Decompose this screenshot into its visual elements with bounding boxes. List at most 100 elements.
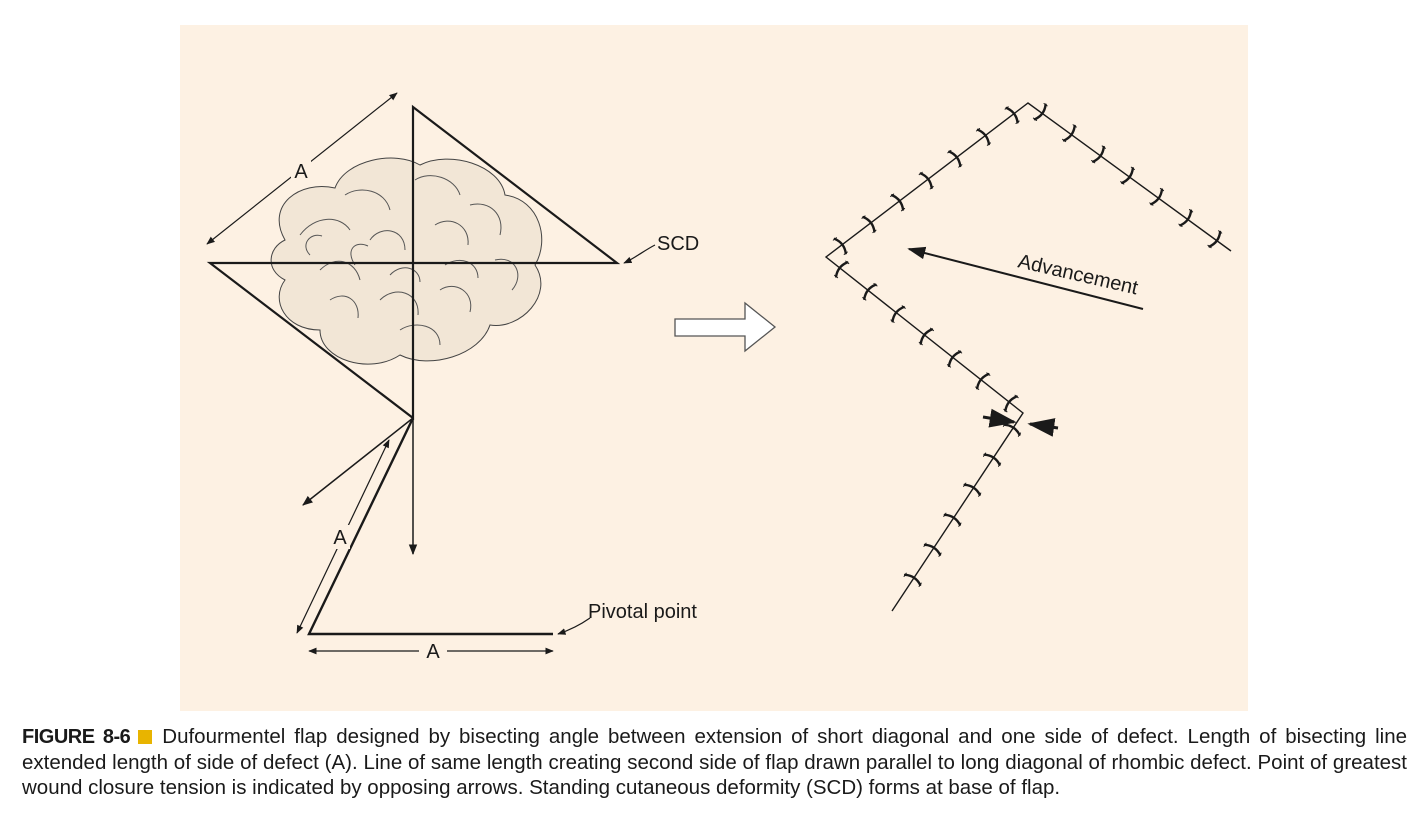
suture-knot bbox=[1091, 159, 1096, 164]
lesion bbox=[270, 157, 543, 365]
suture-line bbox=[824, 102, 1232, 612]
suture-stitch bbox=[983, 453, 1001, 466]
suture-knot bbox=[890, 319, 895, 323]
suture-knot bbox=[1032, 117, 1038, 121]
figure-number: FIGURE 8-6 bbox=[22, 726, 131, 748]
suture-knot bbox=[1218, 230, 1223, 234]
suture-knot bbox=[1178, 223, 1183, 227]
suture-knot bbox=[900, 207, 906, 212]
suture-stitch bbox=[976, 128, 991, 146]
suture-stitch bbox=[863, 283, 877, 301]
suture-knot bbox=[832, 237, 837, 241]
rhombic-defect bbox=[206, 104, 621, 421]
suture-stitch bbox=[948, 150, 962, 168]
suture-stitch bbox=[976, 372, 990, 390]
side-a-label-flap: A bbox=[333, 527, 347, 549]
opposing-tension-arrows bbox=[982, 408, 1059, 437]
suture-stitch bbox=[1121, 167, 1135, 185]
pivotal-point-callout: Pivotal point bbox=[557, 601, 697, 635]
suture-knot bbox=[943, 512, 947, 517]
suture-knot bbox=[986, 142, 992, 146]
suture-knot bbox=[843, 251, 848, 255]
suture-knot bbox=[1188, 209, 1194, 213]
suture-stitch bbox=[1179, 209, 1193, 227]
suture-knot bbox=[1207, 244, 1212, 249]
suture-knot bbox=[1159, 187, 1165, 192]
advancement-arrow: Advancement bbox=[907, 246, 1144, 310]
side-a-dimension-flap: A bbox=[296, 439, 390, 634]
suture-knot bbox=[938, 552, 942, 557]
dufourmentel-flap-diagram: A SCD A A Pivotal point Advancement bbox=[206, 92, 1232, 663]
suture-knot bbox=[1017, 432, 1022, 437]
suture-knot bbox=[890, 193, 895, 197]
suture-knot bbox=[946, 364, 952, 368]
suture-knot bbox=[918, 171, 923, 176]
suture-knot bbox=[862, 297, 867, 301]
caption-separator-square bbox=[138, 730, 153, 744]
suture-knot bbox=[872, 229, 877, 234]
suture-knot bbox=[963, 482, 967, 487]
suture-knot bbox=[918, 341, 923, 346]
suture-knot bbox=[923, 542, 927, 547]
suture-knot bbox=[975, 128, 981, 132]
pivotal-point-label: Pivotal point bbox=[588, 601, 697, 623]
sutures bbox=[832, 103, 1223, 587]
suture-knot bbox=[845, 260, 850, 265]
suture-stitch bbox=[1208, 230, 1222, 248]
suture-knot bbox=[929, 186, 934, 190]
suture-knot bbox=[986, 372, 991, 376]
tension-arrow-left bbox=[982, 408, 1017, 428]
suture-stitch bbox=[890, 194, 905, 211]
short-diagonal-extension-arrow bbox=[302, 417, 414, 506]
suture-knot bbox=[1130, 166, 1135, 170]
suture-stitch bbox=[919, 172, 933, 189]
suture-knot bbox=[834, 274, 839, 279]
suture-stitch bbox=[947, 350, 962, 368]
scd-label: SCD bbox=[657, 233, 699, 255]
suture-knot bbox=[918, 582, 922, 587]
side-a-dimension-top: A bbox=[206, 92, 398, 245]
suture-stitch bbox=[1005, 106, 1019, 124]
suture-knot bbox=[929, 327, 935, 332]
suture-knot bbox=[1149, 202, 1154, 206]
suture-stitch bbox=[862, 215, 876, 233]
suture-knot bbox=[901, 305, 906, 309]
suture-knot bbox=[958, 522, 962, 527]
suture-stitch bbox=[963, 483, 981, 496]
closed-wound bbox=[824, 102, 1232, 612]
suture-knot bbox=[958, 164, 963, 168]
suture-stitch bbox=[834, 261, 849, 278]
side-a-label-base: A bbox=[426, 641, 440, 663]
suture-stitch bbox=[943, 513, 962, 526]
suture-knot bbox=[1014, 394, 1019, 399]
suture-stitch bbox=[903, 573, 922, 586]
suture-knot bbox=[1101, 145, 1106, 149]
suture-knot bbox=[1043, 103, 1048, 107]
suture-knot bbox=[975, 386, 980, 390]
caption-text: Dufourmentel flap designed by bisecting … bbox=[22, 725, 1407, 799]
suture-stitch bbox=[891, 305, 905, 323]
side-a-label-top: A bbox=[294, 161, 308, 183]
suture-stitch bbox=[919, 328, 934, 345]
transition-arrow bbox=[674, 301, 777, 353]
suture-knot bbox=[982, 452, 987, 457]
suture-knot bbox=[903, 572, 907, 577]
suture-stitch bbox=[1062, 124, 1076, 142]
tension-arrow-right bbox=[1027, 418, 1059, 437]
suture-stitch bbox=[1091, 145, 1105, 163]
suture-knot bbox=[1072, 124, 1077, 128]
suture-knot bbox=[998, 462, 1002, 467]
suture-knot bbox=[947, 149, 952, 154]
side-a-dimension-base: A bbox=[308, 638, 554, 663]
suture-stitch bbox=[1150, 188, 1164, 206]
suture-knot bbox=[1061, 138, 1067, 143]
suture-stitch bbox=[1033, 103, 1047, 121]
suture-knot bbox=[1015, 120, 1020, 124]
scd-callout: SCD bbox=[623, 233, 699, 264]
suture-knot bbox=[1120, 181, 1125, 185]
suture-knot bbox=[873, 282, 878, 287]
suture-knot bbox=[958, 350, 963, 354]
suture-knot bbox=[1004, 106, 1009, 110]
suture-stitch bbox=[923, 543, 942, 556]
